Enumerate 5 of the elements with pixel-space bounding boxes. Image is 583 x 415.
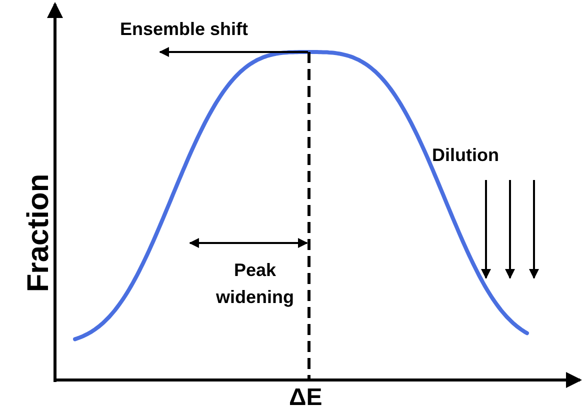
axis-title: Fraction (21, 174, 56, 292)
dimension-label: Peak widening (215, 259, 295, 309)
axis-title: ΔE (289, 384, 322, 413)
arrow-label: Ensemble shift (120, 19, 248, 41)
arrow-label: Dilution (432, 145, 499, 167)
